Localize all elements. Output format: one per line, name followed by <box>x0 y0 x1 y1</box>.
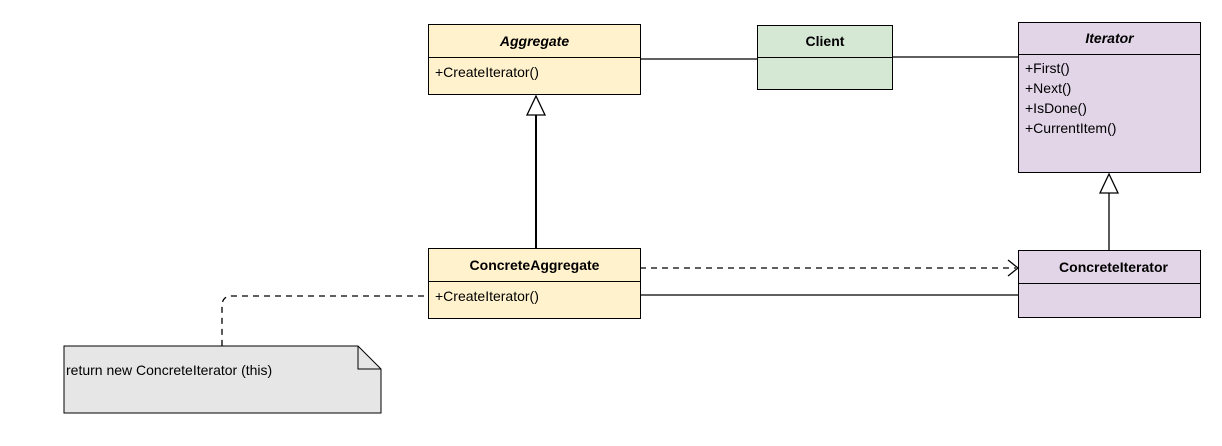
operation: +First() <box>1025 60 1070 76</box>
generalization-arrowhead-iterator <box>1098 172 1120 194</box>
operation: +IsDone() <box>1025 100 1087 116</box>
note-anchor-line <box>221 295 424 346</box>
note-shape <box>63 345 382 414</box>
class-iterator[interactable]: Iterator +First() +Next() +IsDone() +Cur… <box>1018 22 1201 173</box>
class-aggregate-name: Aggregate <box>429 25 640 58</box>
class-client-name: Client <box>758 26 892 58</box>
class-concrete-iterator-name: ConcreteIterator <box>1019 251 1200 284</box>
class-iterator-name: Iterator <box>1019 23 1200 55</box>
operation: +CreateIterator() <box>435 64 539 80</box>
class-aggregate[interactable]: Aggregate +CreateIterator() <box>428 24 641 95</box>
operation: +Next() <box>1025 80 1072 96</box>
class-concrete-aggregate-name: ConcreteAggregate <box>429 249 640 282</box>
class-iterator-operations: +First() +Next() +IsDone() +CurrentItem(… <box>1019 55 1200 138</box>
note-fold <box>357 346 381 370</box>
class-aggregate-operations: +CreateIterator() <box>429 58 640 82</box>
operation: +CurrentItem() <box>1025 120 1117 136</box>
note-text: return new ConcreteIterator (this) <box>66 362 273 378</box>
operation: +CreateIterator() <box>435 288 539 304</box>
dependency-arrowhead <box>1007 259 1020 277</box>
class-concrete-aggregate[interactable]: ConcreteAggregate +CreateIterator() <box>428 248 641 319</box>
generalization-arrowhead-aggregate <box>525 94 547 116</box>
class-client[interactable]: Client <box>757 25 893 90</box>
class-concrete-iterator[interactable]: ConcreteIterator <box>1018 250 1201 318</box>
class-concrete-aggregate-operations: +CreateIterator() <box>429 282 640 306</box>
